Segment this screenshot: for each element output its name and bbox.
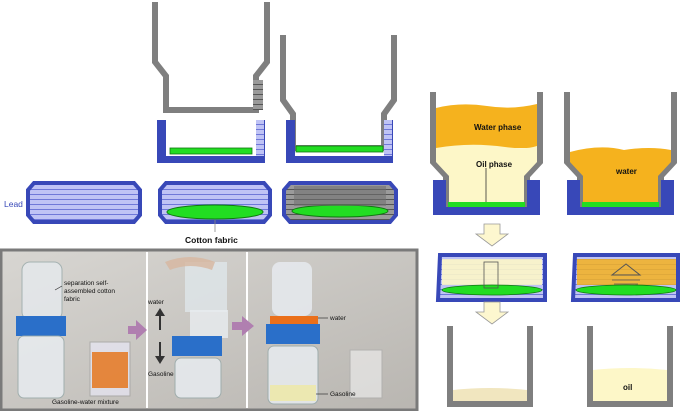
lid-oil-passing — [435, 253, 547, 302]
lid-assembled — [282, 181, 398, 224]
separation-fabric-label-2: assembled cotton — [64, 288, 115, 295]
bottle-neck-threaded — [152, 2, 270, 113]
bottle-water-only — [564, 92, 677, 215]
water-layer-label: water — [329, 315, 347, 322]
water-label: water — [615, 167, 637, 176]
experiment-photo-panel — [0, 248, 419, 411]
separation-fabric-label-3: fabric — [64, 296, 81, 303]
lid-section-closed — [286, 120, 393, 163]
lead-lid — [26, 181, 142, 224]
oil-phase-label: Oil phase — [476, 160, 513, 169]
water-phase-label: Water phase — [474, 123, 522, 132]
container-oil — [587, 326, 673, 407]
flow-down-arrow-2 — [474, 301, 510, 325]
bottle-neck-lidded — [280, 35, 397, 151]
gasoline-layer-label: Gasoline — [330, 391, 356, 398]
water-arrow-label: water — [147, 299, 165, 306]
lid-section-open — [157, 120, 265, 163]
separation-fabric-label-1: separation self- — [64, 280, 108, 287]
flow-down-arrow-1 — [474, 223, 510, 247]
mixture-label: Gasoline-water mixture — [52, 399, 119, 406]
lid-water-blocked — [570, 253, 680, 302]
bottle-water-oil — [430, 92, 543, 215]
gasoline-arrow-label: Gasoline — [148, 371, 174, 378]
container-empty-oil — [447, 326, 533, 407]
lid-with-cotton-fabric — [158, 181, 272, 232]
oil-label: oil — [623, 383, 632, 392]
cotton-fabric-label: Cotton fabric — [185, 235, 238, 245]
lead-label: Lead — [4, 199, 23, 209]
